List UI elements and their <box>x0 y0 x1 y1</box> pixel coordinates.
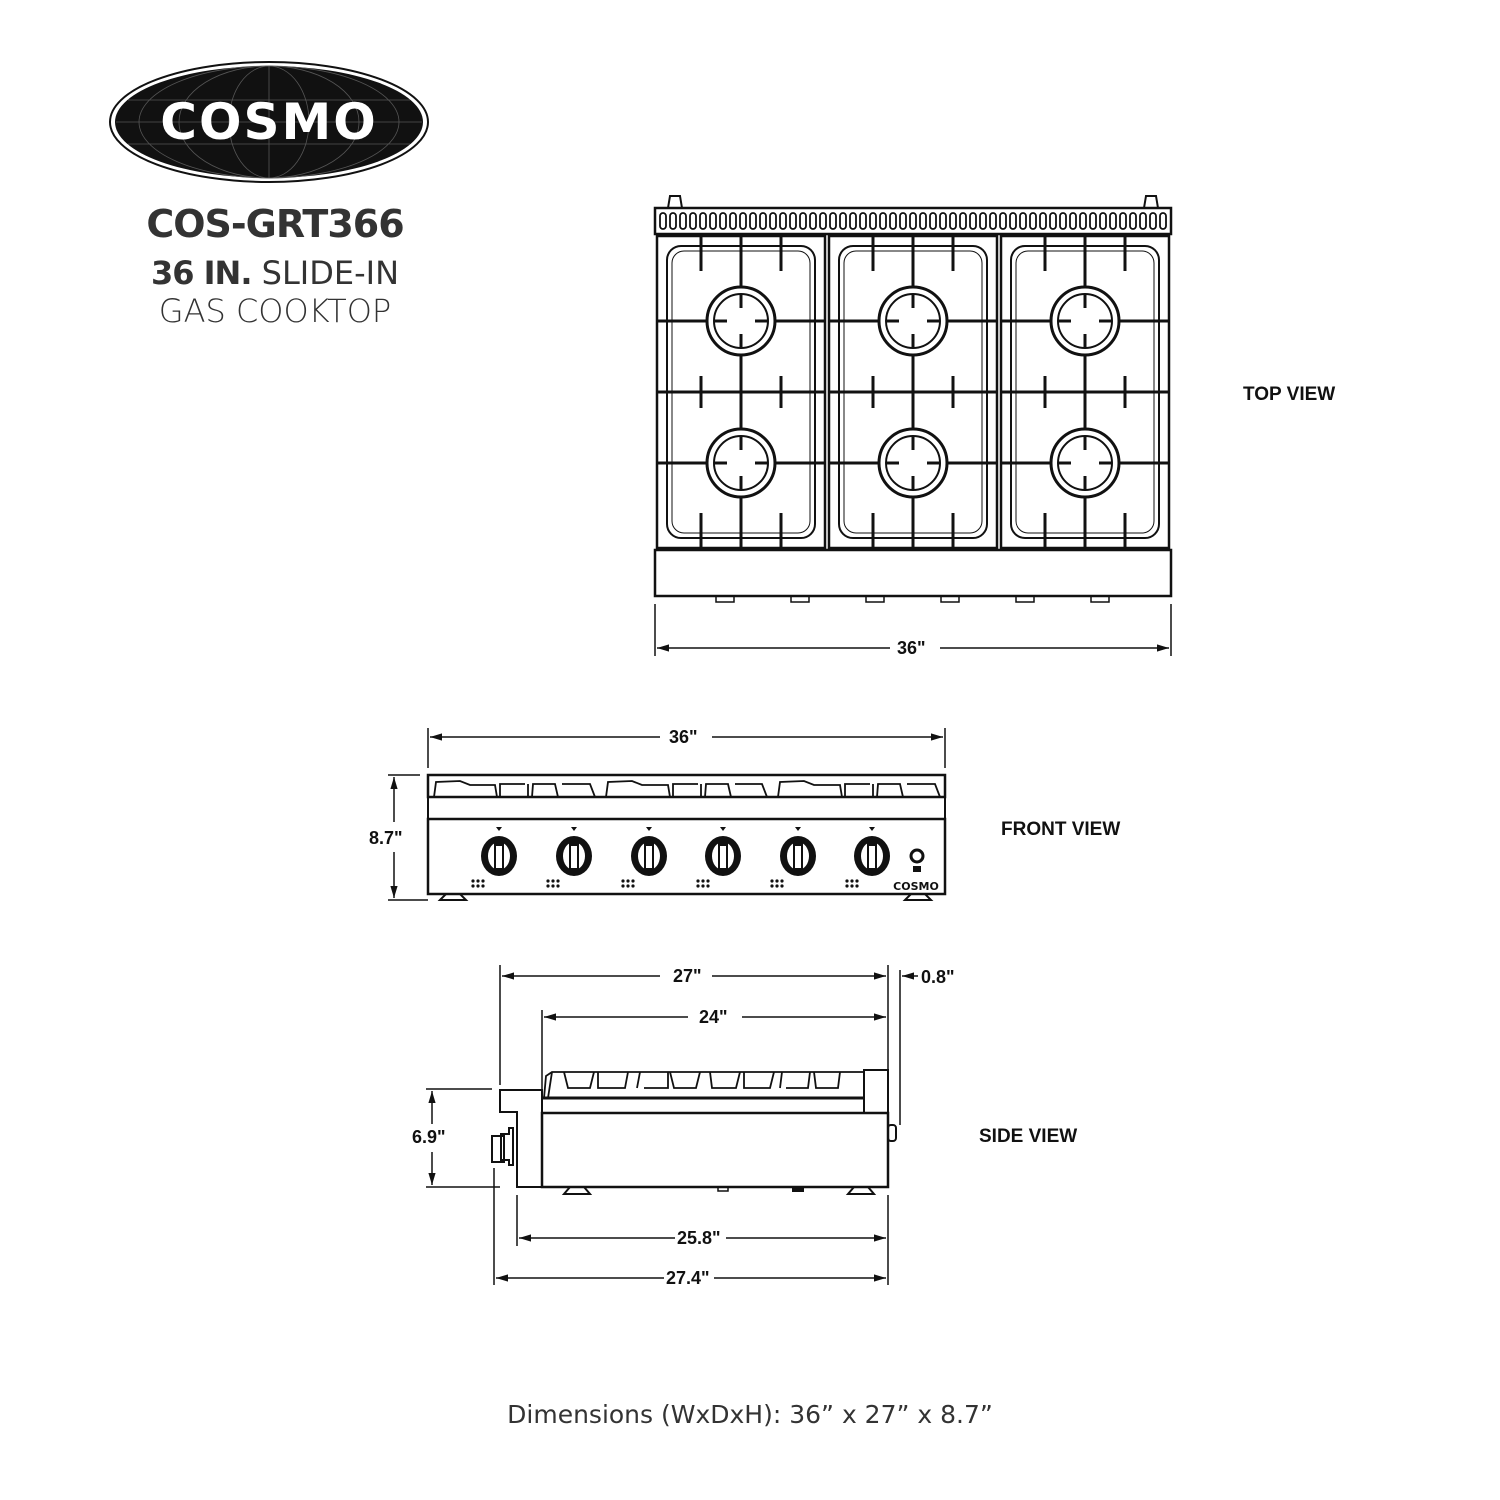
product-title-block: COS-GRT366 36 IN. SLIDE-IN GAS COOKTOP <box>100 200 450 330</box>
front-view-drawing: COSMO <box>388 728 947 901</box>
top-view-label: TOP VIEW <box>1243 384 1336 405</box>
product-type: GAS COOKTOP <box>158 292 392 330</box>
cosmo-logo: COSMO <box>108 60 430 184</box>
side-base-depth-dimension: 25.8" <box>675 1228 723 1249</box>
svg-text:COSMO: COSMO <box>893 880 939 893</box>
logo-text: COSMO <box>160 93 378 151</box>
size-bold: 36 IN. <box>150 254 253 292</box>
front-width-dimension: 36" <box>665 727 702 748</box>
globe-logo-icon <box>109 61 429 183</box>
side-back-offset-dimension: 0.8" <box>921 967 955 988</box>
front-height-dimension: 8.7" <box>369 828 403 849</box>
side-height-dimension: 6.9" <box>412 1127 446 1148</box>
side-view-label: SIDE VIEW <box>979 1126 1078 1147</box>
power-indicator-icon <box>909 848 925 864</box>
side-overall-depth-dimension: 27.4" <box>664 1268 712 1289</box>
front-view-label: FRONT VIEW <box>1001 819 1121 840</box>
side-view-drawing <box>426 965 918 1285</box>
side-depth-dimension: 27" <box>669 966 706 987</box>
size-rest: SLIDE-IN <box>251 254 400 292</box>
side-grate-depth-dimension: 24" <box>695 1007 732 1028</box>
top-width-dimension: 36" <box>893 638 930 659</box>
dimensions-summary: Dimensions (WxDxH): 36” x 27” x 8.7” <box>507 1400 993 1429</box>
model-number: COS-GRT366 <box>146 202 404 246</box>
top-view-drawing <box>653 195 1173 656</box>
product-size-line: 36 IN. SLIDE-IN <box>100 254 450 292</box>
